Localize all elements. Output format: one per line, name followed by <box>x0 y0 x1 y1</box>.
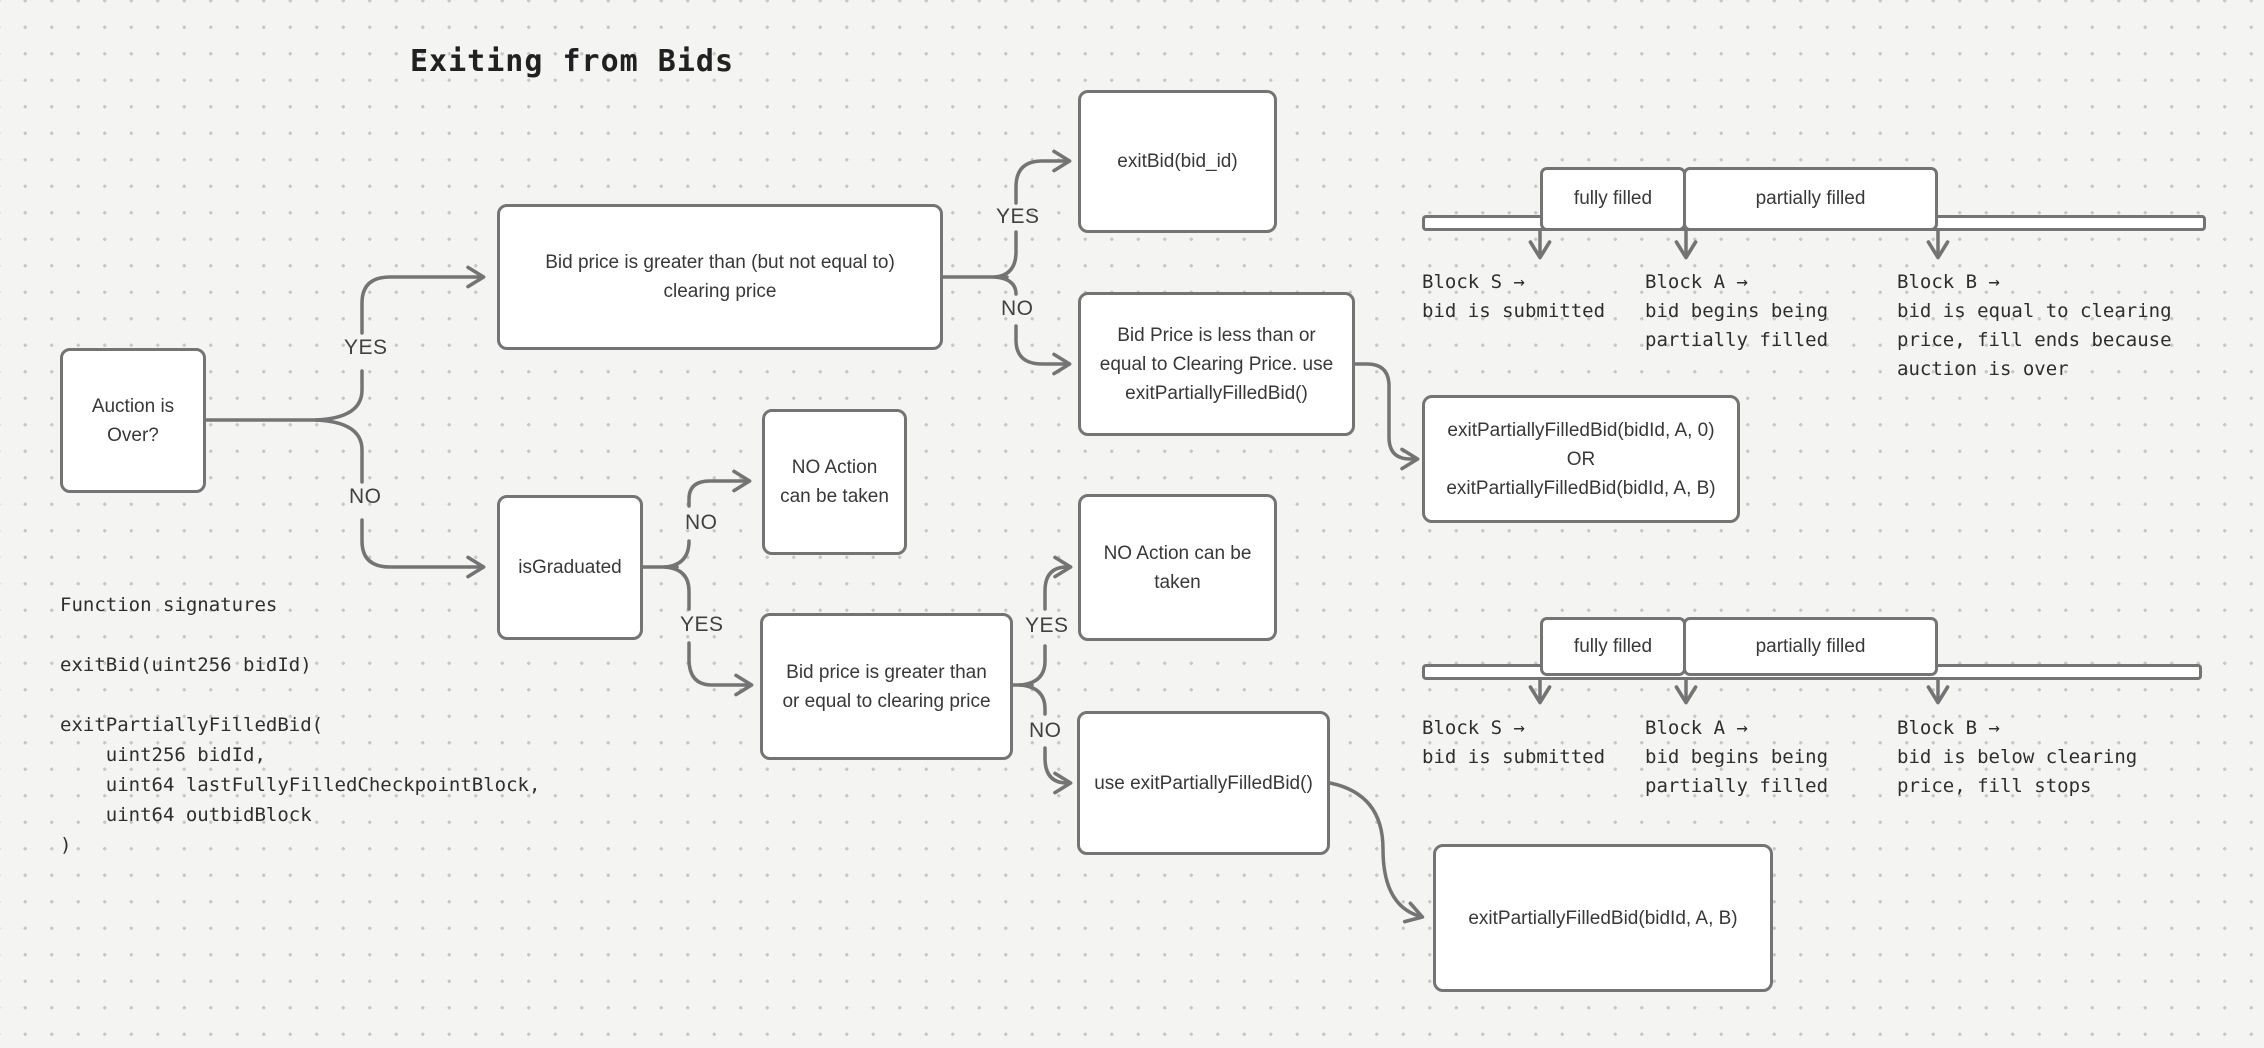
edge-label-yes-is-graduated: YES <box>680 613 724 636</box>
timeline-bottom-annotation-block-a: Block A → bid begins being partially fil… <box>1645 717 1829 797</box>
node-auction-is-over: Auction is Over? <box>60 348 206 493</box>
timeline-bottom-annotation-block-b: Block B → bid is below clearing price, f… <box>1897 717 2138 797</box>
edge-label-no-decision-bottom: NO <box>1029 719 1062 742</box>
timeline-bottom-segment-fully-filled: fully filled <box>1540 617 1686 676</box>
node-exit-bid: exitBid(bid_id) <box>1078 90 1277 233</box>
timeline-top-segment-fully-filled: fully filled <box>1540 167 1686 231</box>
edge-label-no-auction: NO <box>349 485 382 508</box>
node-price-less-equal-clearing: Bid Price is less than or equal to Clear… <box>1078 292 1355 436</box>
edge-label-yes-decision-bottom: YES <box>1025 614 1069 637</box>
edge-label-yes-auction: YES <box>344 336 388 359</box>
edge-label-yes-decision-top: YES <box>996 205 1040 228</box>
edge-label-no-is-graduated: NO <box>685 511 718 534</box>
page-title: Exiting from Bids <box>410 44 735 79</box>
node-exit-partially-filled-final: exitPartiallyFilledBid(bidId, A, B) <box>1433 844 1773 992</box>
timeline-top-annotation-block-b: Block B → bid is equal to clearing price… <box>1897 271 2172 380</box>
timeline-top-segment-partially-filled: partially filled <box>1683 167 1938 231</box>
edge-label-no-decision-top: NO <box>1001 297 1034 320</box>
timeline-bottom-segment-partially-filled: partially filled <box>1683 617 1938 676</box>
node-is-graduated: isGraduated <box>497 495 643 640</box>
node-bid-price-greater-equal: Bid price is greater than or equal to cl… <box>760 613 1013 760</box>
node-use-exit-partially-filled: use exitPartiallyFilledBid() <box>1077 711 1330 855</box>
timeline-top-annotation-block-a: Block A → bid begins being partially fil… <box>1645 271 1829 351</box>
timeline-top-annotation-block-s: Block S → bid is submitted <box>1422 271 1606 322</box>
timeline-bottom-annotation-block-s: Block S → bid is submitted <box>1422 717 1606 768</box>
function-signatures: Function signatures exitBid(uint256 bidI… <box>60 594 541 856</box>
node-no-action-top: NO Action can be taken <box>762 409 907 555</box>
node-bid-price-greater-not-equal: Bid price is greater than (but not equal… <box>497 204 943 350</box>
node-exit-partially-filled-or: exitPartiallyFilledBid(bidId, A, 0) OR e… <box>1422 395 1740 523</box>
node-no-action-bottom: NO Action can be taken <box>1078 494 1277 641</box>
